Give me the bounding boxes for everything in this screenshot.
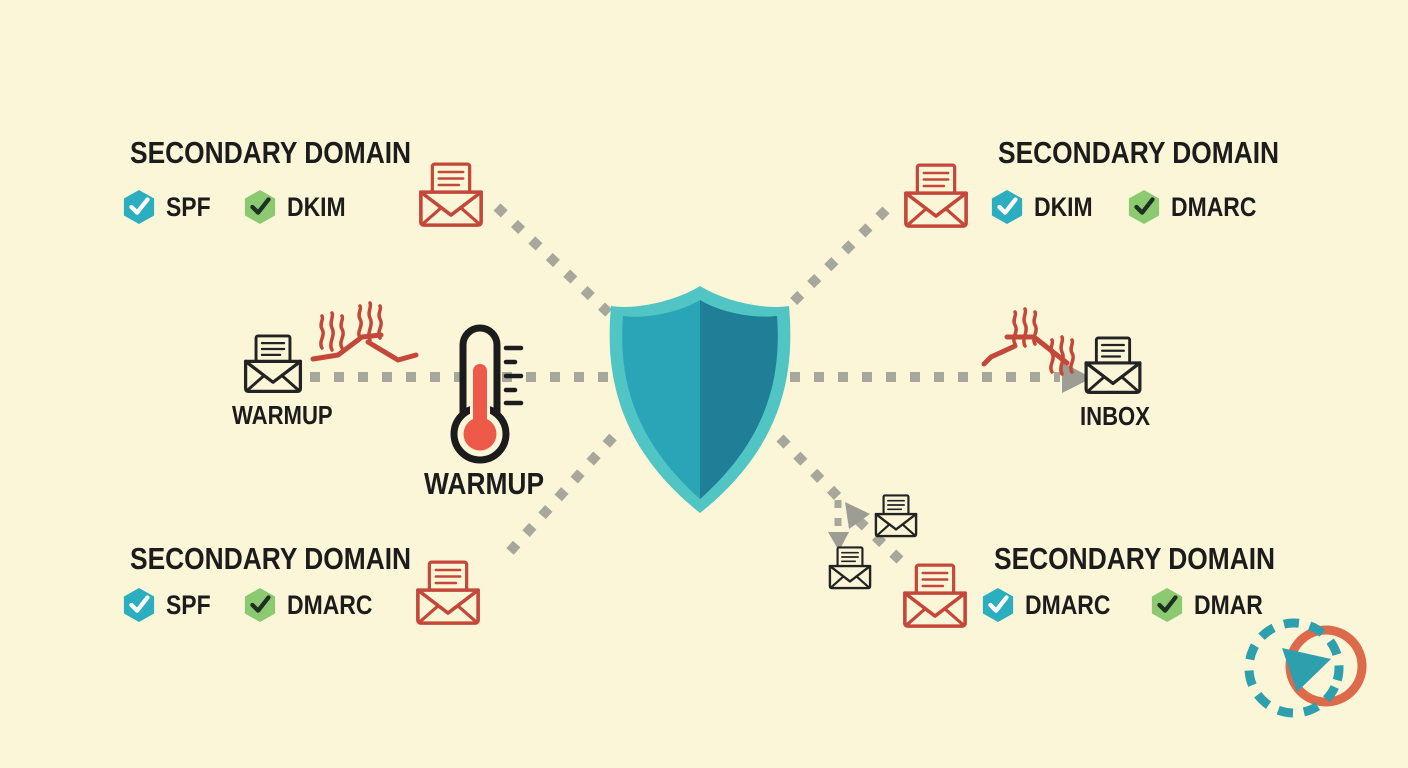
arrowhead-down-icon — [828, 532, 849, 551]
badge-label: DMARC — [286, 589, 372, 620]
secondary-domain-title-bottom-left: SECONDARY DOMAIN — [130, 541, 412, 576]
badge-label: DMARC — [1171, 191, 1257, 222]
connector-topleft-domain — [493, 203, 618, 322]
badge-label: DKIM — [1034, 191, 1093, 222]
dmarc-badge: DMARC — [981, 586, 1126, 624]
envelope-inbox-icon — [1084, 336, 1142, 394]
connector-branch-tail — [854, 516, 904, 564]
verified-hexagon-green-icon — [244, 588, 275, 622]
badge-label: DMARC — [1025, 589, 1111, 620]
connector-bottomleft-domain — [501, 433, 617, 561]
badges-top-left: SPF DKIM — [122, 188, 356, 226]
verified-hexagon-green-icon — [244, 190, 275, 224]
shield-icon — [609, 286, 791, 513]
heat-squiggle-left-icon — [310, 301, 419, 363]
badges-top-right: DKIM DMARC — [990, 188, 1272, 226]
envelope-warmup-sender-icon — [243, 334, 303, 394]
spf-badge: SPF — [122, 188, 219, 226]
arrowhead-right-icon — [845, 502, 870, 529]
verified-hexagon-green-icon — [1151, 588, 1182, 622]
warmup-sender-label: WARMUP — [232, 400, 333, 430]
dkim-badge: DKIM — [990, 188, 1103, 226]
envelope-small-1-icon — [874, 494, 918, 538]
dmarc-badge: DMARC — [243, 586, 388, 624]
spf-badge: SPF — [122, 586, 219, 624]
envelope-top-left-icon — [419, 162, 483, 227]
dmarc-badge: DMARC — [1127, 188, 1272, 226]
badge-label: SPF — [166, 589, 211, 620]
refresh-cycle-icon — [1244, 618, 1367, 718]
envelope-top-right-icon — [904, 163, 968, 228]
connector-bottomright-domain — [776, 434, 849, 508]
verified-hexagon-green-icon — [1128, 190, 1160, 224]
secondary-domain-title-bottom-right: SECONDARY DOMAIN — [994, 541, 1276, 576]
verified-hexagon-teal-icon — [991, 190, 1023, 224]
secondary-domain-title-top-left: SECONDARY DOMAIN — [130, 135, 412, 170]
badges-bottom-right: DMARC DMAR — [981, 586, 1275, 624]
heat-squiggle-right-icon — [981, 307, 1075, 376]
thermometer-icon — [450, 324, 524, 464]
thermometer-ticks — [503, 345, 524, 406]
inbox-label: INBOX — [1080, 401, 1150, 431]
envelope-bottom-right-icon — [903, 563, 967, 628]
badge-label: DKIM — [286, 191, 346, 222]
secondary-domain-title-top-right: SECONDARY DOMAIN — [998, 135, 1280, 170]
badge-label: SPF — [166, 191, 211, 222]
dmar-badge: DMAR — [1150, 586, 1275, 624]
badges-bottom-left: SPF DMARC — [122, 586, 387, 624]
verified-hexagon-teal-icon — [123, 588, 155, 622]
badge-label: DMAR — [1193, 589, 1263, 620]
verified-hexagon-teal-icon — [123, 190, 155, 224]
dkim-badge: DKIM — [243, 188, 356, 226]
verified-hexagon-teal-icon — [982, 588, 1014, 622]
warmup-meter-label: WARMUP — [424, 466, 545, 501]
envelope-small-2-icon — [828, 546, 872, 590]
connector-topright-domain — [775, 206, 890, 320]
